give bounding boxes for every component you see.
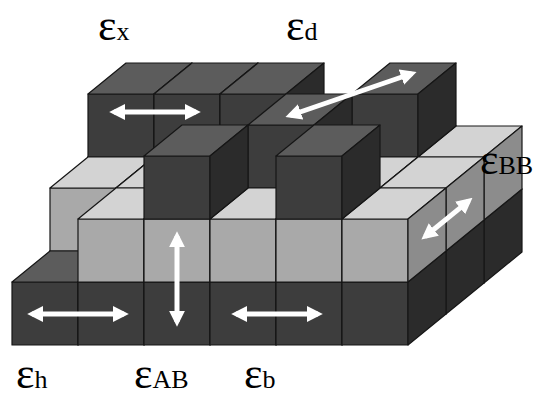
energy-label: εAB [134,352,189,396]
cube-face [342,125,380,219]
energy-label: εd [286,4,317,48]
cube-face [144,156,210,219]
interaction-arrow [175,236,180,322]
cube-face [210,125,248,219]
interaction-arrow [425,201,469,237]
cube-face [418,63,456,157]
cube-face [78,219,144,282]
cube-face [342,219,408,282]
interaction-arrow [114,110,196,115]
energy-label: εb [244,352,275,396]
interaction-arrow [32,312,124,317]
cube-face [342,282,408,345]
cube-face [276,219,342,282]
interaction-arrow [236,312,318,317]
energy-label: εBB [480,138,533,182]
energy-label: εh [16,352,47,396]
interaction-arrow [290,74,412,116]
cube-face [88,94,154,157]
energy-label: εx [98,4,129,48]
cube-face [210,219,276,282]
cube-face [276,156,342,219]
